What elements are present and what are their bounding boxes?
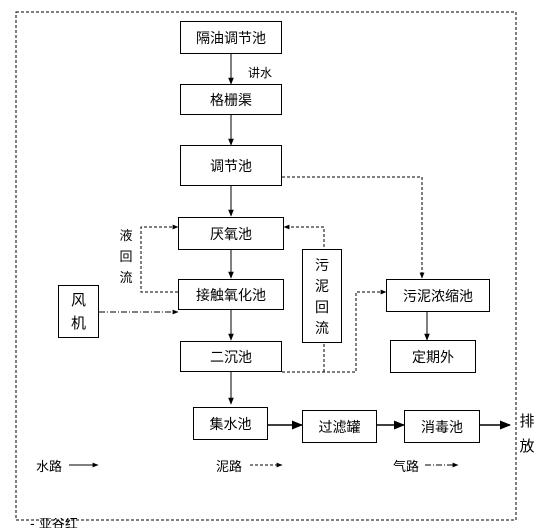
sludge-return-char-1: 污 (315, 258, 329, 274)
liquid-return-char-2: 回 (119, 250, 133, 265)
liquid-return-char-1: 液 (119, 229, 133, 244)
discharge-label: 排 放 (517, 409, 537, 459)
legend-sludge-label: 泥路 (216, 460, 243, 475)
liquid-return-label: 液 回 流 (117, 226, 135, 289)
discharge-char-2: 放 (519, 437, 535, 455)
legend-air-label: 气路 (393, 460, 420, 475)
collection-tank-box: 集水池 (193, 407, 268, 440)
inflow-label: 讲水 (248, 66, 273, 80)
sludge-line-regulating (282, 176, 425, 279)
system-boundary (15, 11, 517, 521)
liquid-return-char-3: 流 (119, 271, 133, 286)
footer-text: - 亚谷红 (30, 518, 78, 528)
sludge-return-char-2: 泥 (315, 279, 329, 295)
filter-tank-box: 过滤罐 (302, 410, 377, 443)
periodic-removal-box: 定期外 (390, 340, 476, 373)
sludge-line-clarifier (282, 289, 387, 373)
sludge-return-char-3: 回 (315, 300, 329, 316)
grille-channel-box: 格栅渠 (180, 84, 282, 115)
oil-separation-tank-box: 隔油调节池 (180, 21, 282, 54)
blower-box: 风机 (58, 285, 99, 338)
discharge-char-1: 排 (519, 412, 535, 430)
sludge-return-box: 污 泥 回 流 (302, 249, 342, 343)
sludge-return-char-4: 流 (315, 321, 329, 337)
disinfection-tank-box: 消毒池 (404, 410, 480, 443)
liquid-return-line (140, 224, 179, 293)
anaerobic-tank-box: 厌氧池 (178, 217, 284, 250)
contact-oxidation-tank-box: 接触氧化池 (178, 279, 284, 310)
sludge-return-line (283, 224, 325, 372)
legend-water-label: 水路 (36, 460, 63, 475)
secondary-clarifier-box: 二沉池 (180, 341, 282, 372)
sludge-thickener-box: 污泥浓缩池 (386, 279, 490, 312)
regulating-tank-box: 调节池 (180, 145, 282, 186)
blower-char: 风机 (70, 290, 86, 332)
